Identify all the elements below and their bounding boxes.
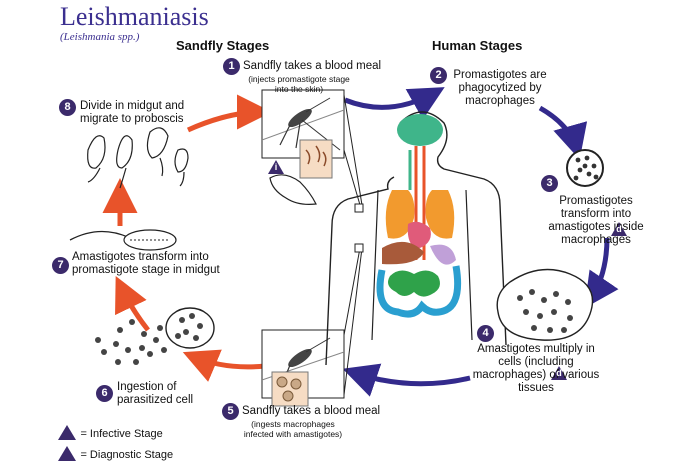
sandfly-feeding-image-5 xyxy=(261,247,363,407)
step-4-text: Amastigotes multiply in cells (including… xyxy=(472,343,600,394)
infective-stage-marker xyxy=(268,160,284,174)
legend-infective-label: = Infective Stage xyxy=(80,428,163,440)
step-3-text: Promastigotes transform into amastigotes… xyxy=(548,195,644,246)
arrow-2-to-3 xyxy=(538,105,588,160)
step-6-text: Ingestion of parasitized cell xyxy=(117,381,194,406)
legend-infective: = Infective Stage xyxy=(58,424,163,442)
macrophage-with-amastigotes xyxy=(566,149,604,187)
dividing-promastigotes xyxy=(87,127,189,189)
arrow-5-to-6 xyxy=(182,349,266,382)
step-7-number: 7 xyxy=(52,257,69,274)
diagnostic-badge-letter-3: d xyxy=(616,224,622,234)
sandfly-feeding-image-1 xyxy=(261,89,363,206)
human-body-figure xyxy=(325,111,507,366)
step-1-text: Sandfly takes a blood meal xyxy=(243,60,382,72)
infected-tissue-cell xyxy=(496,268,594,341)
legend-diagnostic-label: = Diagnostic Stage xyxy=(80,449,174,461)
diagram-subtitle: (Leishmania spp.) xyxy=(60,31,140,43)
arrow-4-to-5 xyxy=(342,363,471,397)
step-1-subtext: (injects promastigote stage into the ski… xyxy=(248,74,350,94)
diagnostic-icon xyxy=(58,445,76,461)
arrow-8-to-1 xyxy=(186,94,272,133)
step-4-number: 4 xyxy=(477,325,494,342)
step-1-number: 1 xyxy=(223,58,240,75)
amastigote-to-promastigote xyxy=(69,229,177,251)
promastigote-free xyxy=(269,174,317,205)
infective-badge-letter: i xyxy=(274,162,278,172)
step-5-subtext: (ingests macrophages infected with amast… xyxy=(243,419,343,439)
step-2-number: 2 xyxy=(430,67,447,84)
section-sandfly-heading: Sandfly Stages xyxy=(176,38,270,53)
step-8-text: Divide in midgut and migrate to probosci… xyxy=(80,100,185,125)
diagnostic-stage-marker-3 xyxy=(611,222,627,236)
section-human-heading: Human Stages xyxy=(432,38,523,53)
diagnostic-badge-letter-4: d xyxy=(556,368,562,378)
arrow-1-to-2 xyxy=(344,87,445,120)
infective-icon xyxy=(58,424,76,440)
step-5-text: Sandfly takes a blood meal xyxy=(242,405,381,417)
step-7-text: Amastigotes transform into promastigote … xyxy=(72,251,220,276)
arrow-6-to-7 xyxy=(115,275,150,332)
parasitized-cells xyxy=(95,307,215,365)
legend-diagnostic: = Diagnostic Stage xyxy=(58,445,173,463)
diagram-title: Leishmaniasis xyxy=(60,2,209,31)
step-6-number: 6 xyxy=(96,385,113,402)
step-5-number: 5 xyxy=(222,403,239,420)
step-3-number: 3 xyxy=(541,175,558,192)
step-2-text: Promastigotes are phagocytized by macrop… xyxy=(453,69,547,107)
step-8-number: 8 xyxy=(59,99,76,116)
diagnostic-stage-marker-4 xyxy=(551,366,567,380)
arrow-3-to-4 xyxy=(584,237,619,309)
